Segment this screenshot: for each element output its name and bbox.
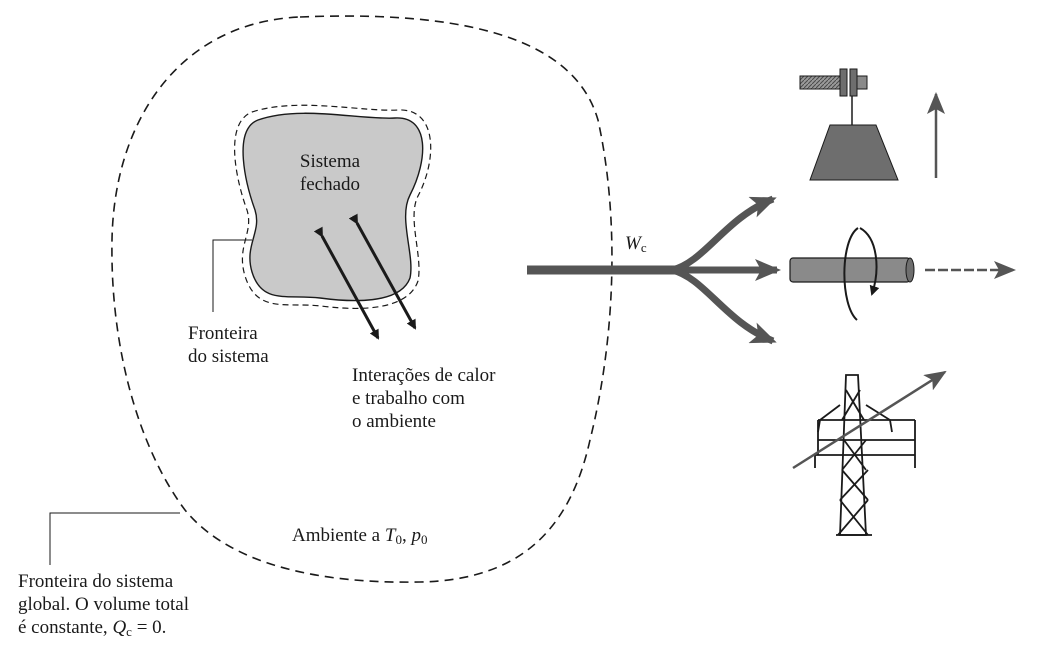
interactions-label-line1: Interações de calor — [352, 365, 496, 386]
global-boundary-heat-symbol: Q — [112, 617, 127, 638]
closed-system-label-line2: fechado — [299, 174, 361, 195]
system-boundary-label-line2: do sistema — [188, 346, 269, 367]
work-symbol: W — [625, 233, 641, 254]
global-boundary-label-line1: Fronteira do sistema — [18, 571, 174, 592]
system-boundary-label: Fronteira do sistema — [188, 322, 269, 368]
closed-system-blob — [242, 112, 424, 302]
global-boundary-heat-sub: c — [126, 624, 132, 639]
interactions-label-line2: e trabalho com — [352, 388, 465, 409]
surroundings-temperature: T — [384, 525, 396, 546]
interaction-arrow-2 — [348, 213, 417, 330]
rotating-shaft-icon — [789, 227, 1016, 321]
surroundings-separator: , — [401, 525, 412, 546]
global-boundary — [111, 15, 613, 583]
raised-weight-icon — [799, 68, 945, 181]
global-boundary-text-b: = 0. — [131, 617, 167, 638]
surroundings-pressure-sub: 0 — [420, 532, 428, 547]
system-boundary-label-line1: Fronteira — [188, 323, 258, 344]
surroundings-label: Ambiente a T0, p0 — [292, 524, 427, 547]
closed-system-label: Sistema fechado — [282, 150, 378, 196]
surroundings-text: Ambiente a — [292, 525, 385, 546]
surroundings-temperature-sub: 0 — [395, 532, 402, 547]
interactions-label: Interações de calor e trabalho com o amb… — [352, 364, 495, 433]
closed-system-label-line1: Sistema — [299, 151, 361, 172]
global-boundary-label-line2: global. O volume total — [18, 594, 189, 615]
global-boundary-text-a: é constante, — [18, 617, 113, 638]
global-boundary-label: Fronteira do sistema global. O volume to… — [18, 570, 189, 639]
surroundings-pressure: p — [411, 525, 421, 546]
system-boundary-leader — [212, 239, 252, 312]
global-boundary-leader — [49, 512, 180, 565]
work-branch-arrow — [527, 195, 781, 345]
power-tower-icon — [792, 370, 947, 536]
global-boundary-label-line3: é constante, Qc = 0. — [18, 616, 189, 639]
work-subscript: c — [640, 240, 647, 255]
interactions-label-line3: o ambiente — [352, 411, 436, 432]
closed-system-boundary — [234, 104, 432, 309]
work-label: Wc — [625, 232, 647, 255]
